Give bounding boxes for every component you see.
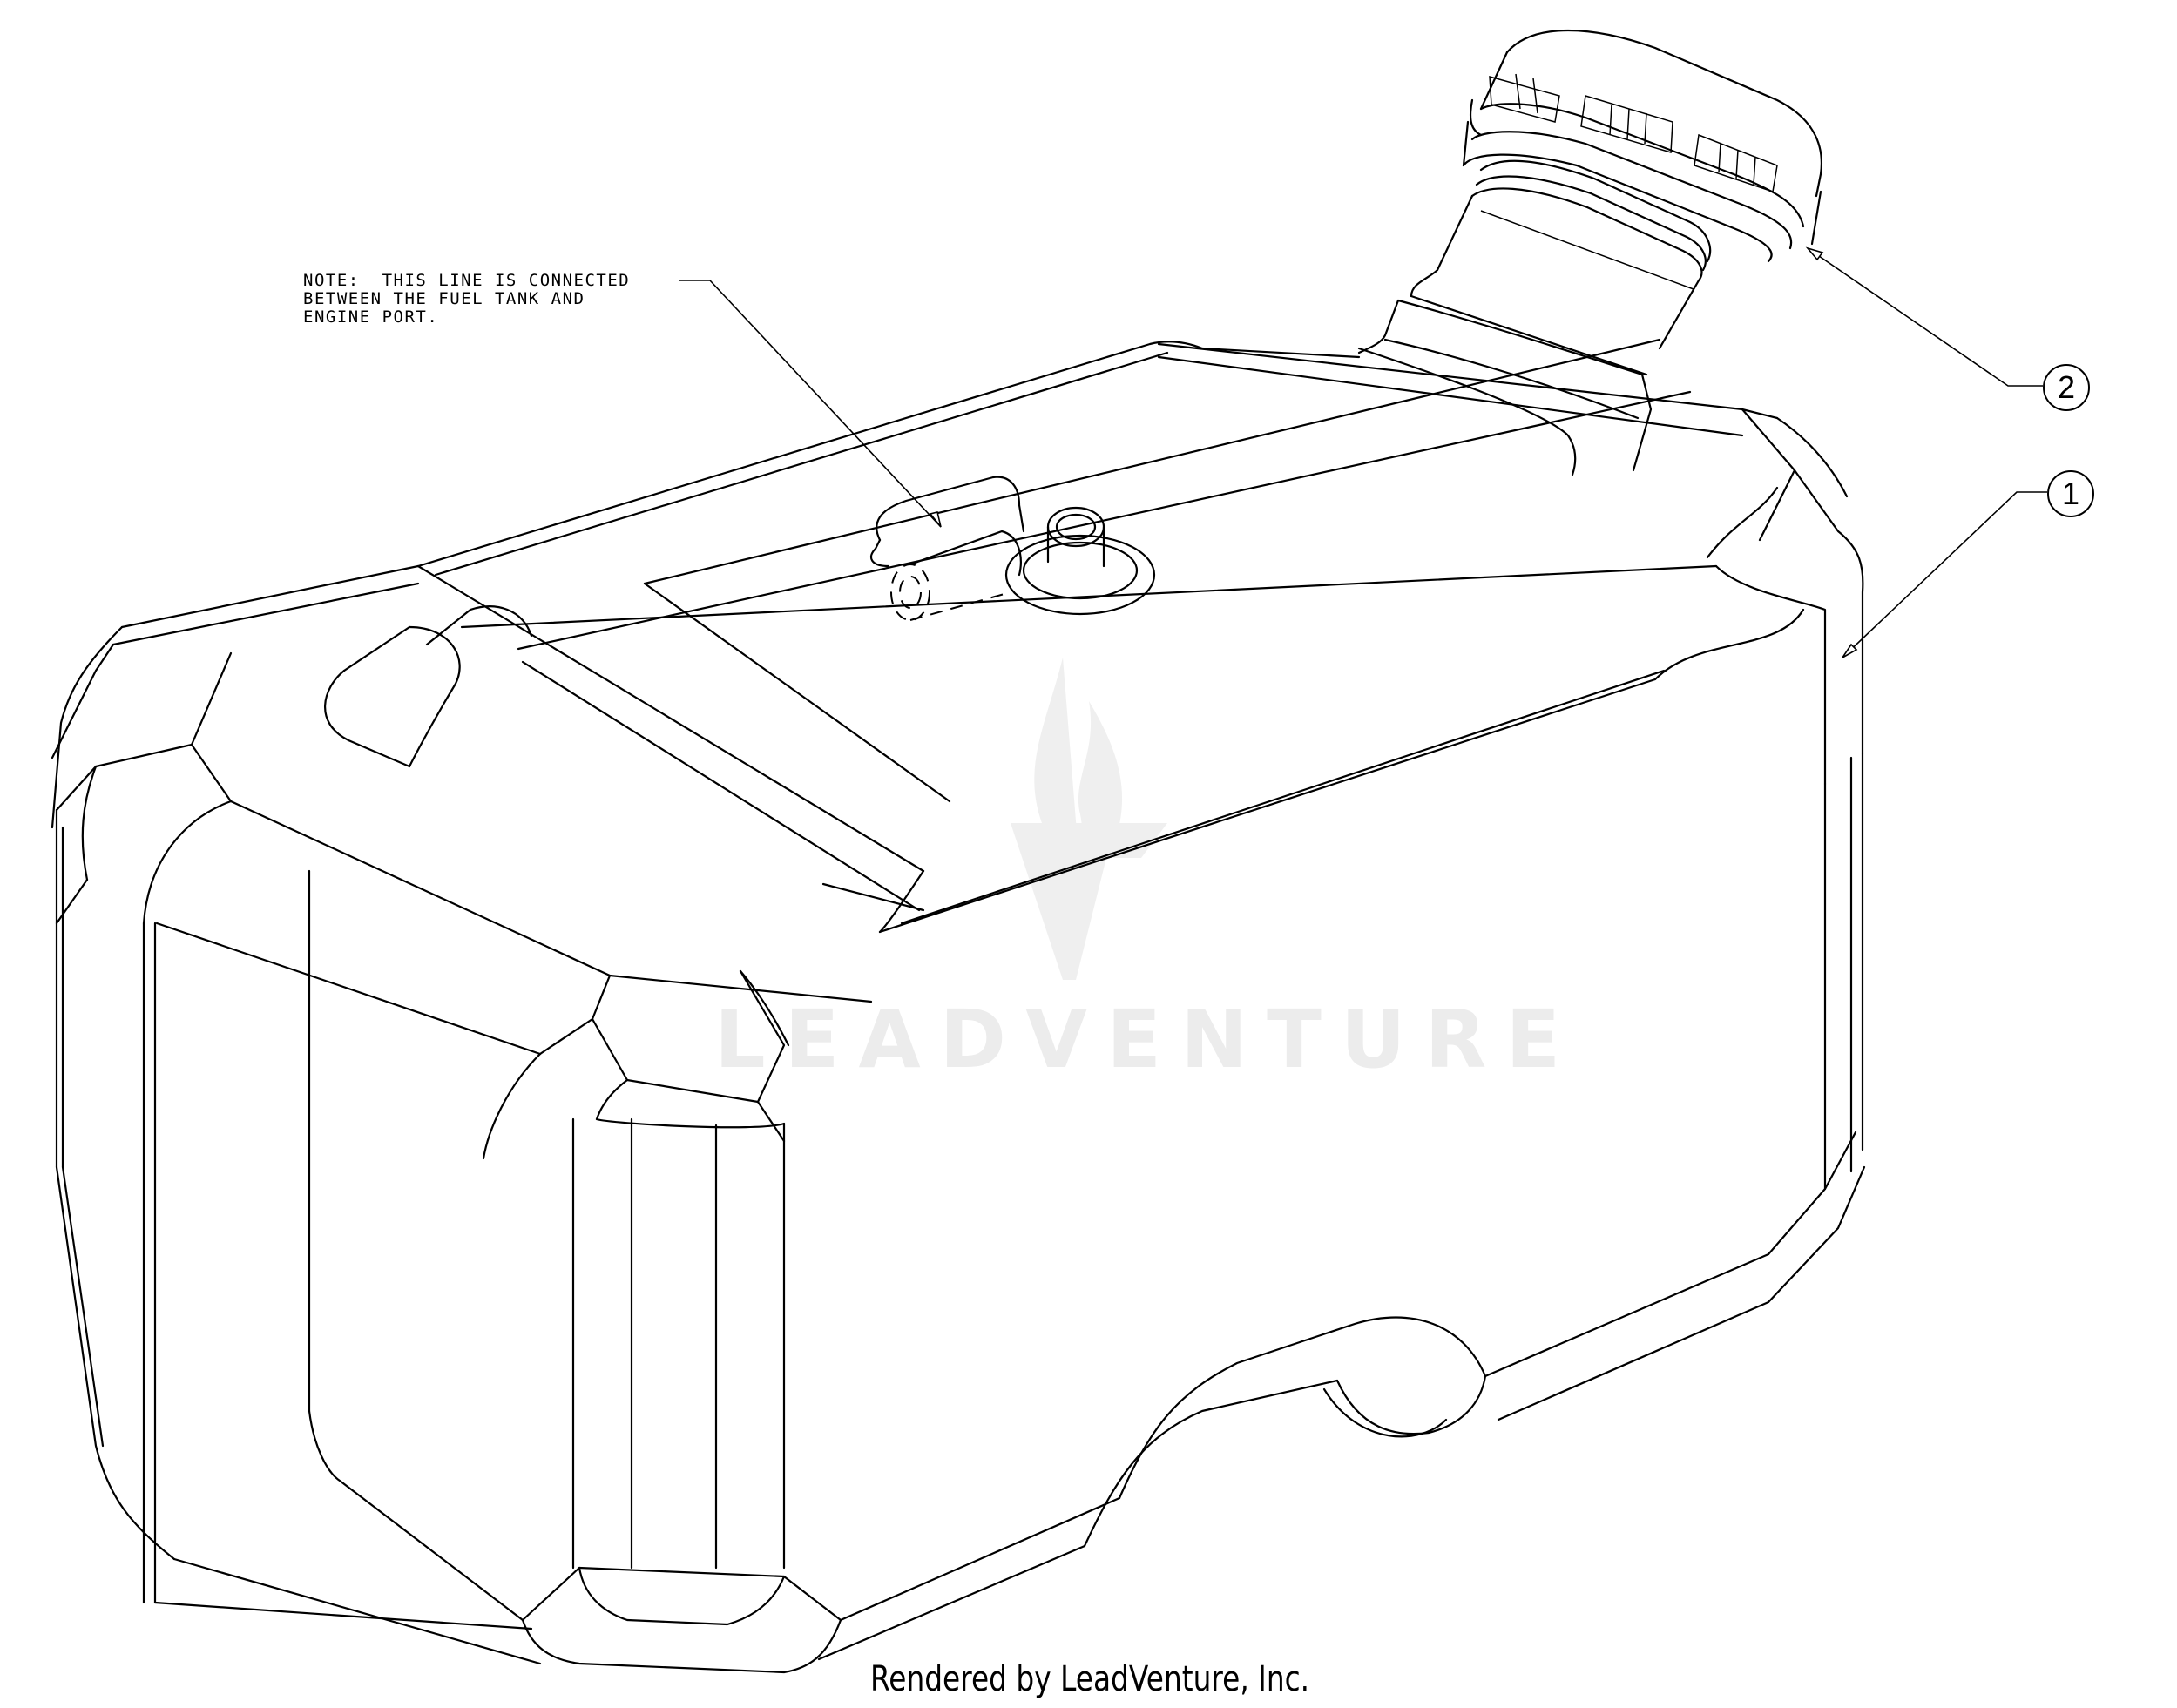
fuel-line-fitting bbox=[869, 476, 1156, 621]
flame-v-logo-icon bbox=[1011, 658, 1167, 980]
fuel-cap-drawing bbox=[1357, 29, 1822, 476]
callout-fuel-tank[interactable]: 1 bbox=[2047, 470, 2094, 517]
rendered-by-footer: Rendered by LeadVenture, Inc. bbox=[869, 1659, 1310, 1699]
watermark-text: LEADVENTURE bbox=[714, 993, 1580, 1086]
note-line-2: BETWEEN THE FUEL TANK AND bbox=[303, 289, 585, 308]
callout-fuel-cap[interactable]: 2 bbox=[2043, 364, 2090, 411]
fuel-tank-body bbox=[51, 338, 1866, 1674]
leader-lines bbox=[679, 246, 2047, 658]
note-line-3: ENGINE PORT. bbox=[303, 307, 439, 327]
note-line-1: NOTE: THIS LINE IS CONNECTED bbox=[303, 271, 631, 290]
